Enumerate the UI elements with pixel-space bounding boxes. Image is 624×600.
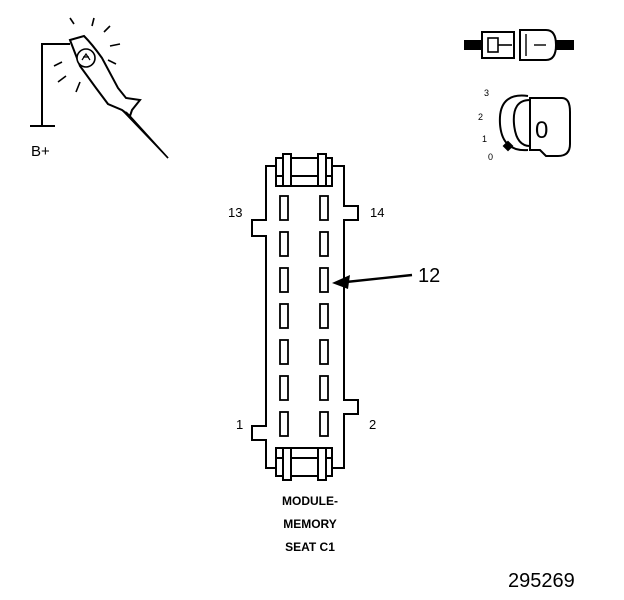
pin-cavity-5 [279,339,289,365]
ignition-position-2: 2 [478,112,483,122]
pin-cavity-1 [279,411,289,437]
connector-title-line-1: MODULE- [282,494,338,508]
pin-cavity-9 [279,267,289,293]
callout-pin-number: 12 [418,265,440,287]
pin-label-14: 14 [370,205,384,220]
connector-body [251,165,359,469]
pin-cavity-3 [279,375,289,401]
ignition-position-3: 3 [484,88,489,98]
figure-number: 295269 [508,570,575,592]
pin-cavity-2 [319,411,329,437]
ignition-position-0: 0 [488,152,493,162]
pin-label-13: 13 [228,205,242,220]
connector-title-line-2: MEMORY [283,517,337,531]
pin-cavity-12 [319,267,329,293]
ignition-position-1: 1 [482,134,487,144]
pin-cavity-4 [319,375,329,401]
connector-title-line-3: SEAT C1 [285,540,335,554]
pin-cavity-6 [319,339,329,365]
connector-latch-top [275,153,333,187]
pin-cavity-13 [279,195,289,221]
ignition-key-icon [498,94,571,157]
pin-label-1: 1 [236,417,243,432]
pin-cavity-7 [279,303,289,329]
pin-cavity-11 [279,231,289,257]
pin-label-2: 2 [369,417,376,432]
connector-latch-bottom [275,447,333,481]
disconnected-connector-icon [464,29,574,61]
callout-arrow [332,273,413,289]
pin-cavity-12-upper [319,231,329,257]
pin-cavity-14 [319,195,329,221]
ignition-key-position-label: 0 [535,117,548,144]
test-probe-symbol [30,17,169,159]
pin-cavities [279,195,329,437]
b-plus-label: B+ [31,143,50,160]
pin-cavity-8 [319,303,329,329]
